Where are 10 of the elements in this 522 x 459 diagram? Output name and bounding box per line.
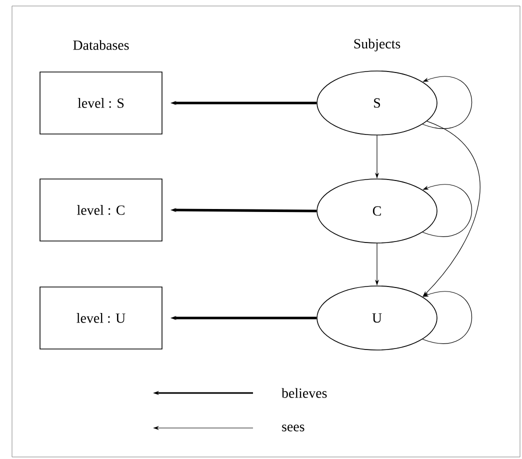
- legend-label: sees: [282, 424, 304, 432]
- loop-arrow: [422, 291, 472, 344]
- loop-arrow: [422, 76, 472, 128]
- legend-label: believes: [282, 388, 327, 398]
- loop-arrow: [422, 184, 472, 236]
- database-box: level : C: [40, 178, 162, 242]
- database-box: level : S: [40, 72, 162, 134]
- column-heading: Databases: [73, 40, 129, 50]
- column-heading: Subjects: [354, 38, 400, 52]
- database-box: level : U: [40, 286, 162, 350]
